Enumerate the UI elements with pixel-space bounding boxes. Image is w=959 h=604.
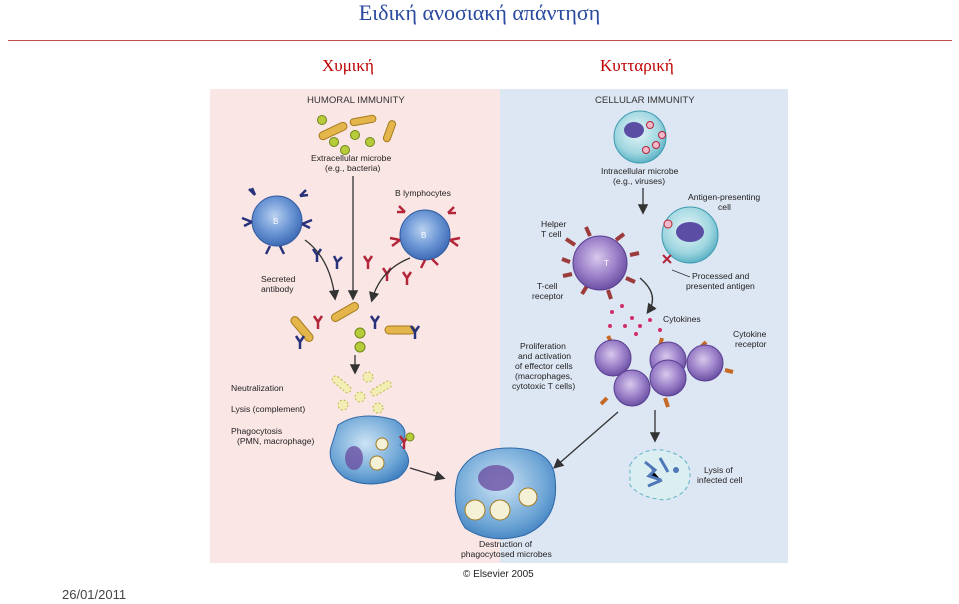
processed-label-1: Processed and <box>692 271 750 281</box>
secreted-label-1: Secreted <box>261 274 296 284</box>
lysis-infected-label-1: Lysis of <box>704 465 733 475</box>
humoral-panel <box>210 89 500 563</box>
effector-cells <box>594 335 734 408</box>
b-cell-left-label: B <box>273 217 278 226</box>
prolif-label-1: Proliferation <box>520 341 566 351</box>
antibody-bound-bacteria <box>290 302 421 353</box>
destruction-label-1: Destruction of <box>479 539 533 549</box>
helper-t-cell: T <box>561 226 640 300</box>
humoral-title: HUMORAL IMMUNITY <box>307 95 405 106</box>
tcr-label-1: T-cell <box>537 281 558 291</box>
helper-t-cell-label: T <box>604 259 609 268</box>
b-cell-right: B <box>389 205 461 269</box>
helper-label-1: Helper <box>541 219 566 229</box>
slide-date: 26/01/2011 <box>62 587 127 602</box>
cytokine-receptor-label-2: receptor <box>735 339 767 349</box>
prolif-label-3: of effector cells <box>515 361 573 371</box>
lysis-infected-label-2: infected cell <box>697 475 742 485</box>
phagocytosis-label-2: (PMN, macrophage) <box>237 436 315 446</box>
intracellular-label-2: (e.g., viruses) <box>613 176 665 186</box>
infected-cell <box>613 110 667 164</box>
processed-label-2: presented antigen <box>686 281 755 291</box>
intracellular-label-1: Intracellular microbe <box>601 166 679 176</box>
neutralized-microbes <box>331 371 392 414</box>
copyright: © Elsevier 2005 <box>463 569 534 580</box>
phagocyte-left <box>329 415 415 485</box>
phagocytosis-label-1: Phagocytosis <box>231 426 282 436</box>
prolif-label-4: (macrophages, <box>515 371 572 381</box>
bacteria-cluster <box>317 114 397 155</box>
b-cell-right-label: B <box>421 231 426 240</box>
apc-label-1: Antigen-presenting <box>688 192 760 202</box>
prolif-label-5: cytotoxic T cells) <box>512 381 575 391</box>
cytokine-receptor-label-1: Cytokine <box>733 329 767 339</box>
destruction-label-2: phagocytosed microbes <box>461 549 552 559</box>
extracellular-label-2: (e.g., bacteria) <box>325 163 381 173</box>
destruction-phagocyte <box>454 447 557 540</box>
extracellular-label-1: Extracellular microbe <box>311 153 391 163</box>
cytokines-label: Cytokines <box>663 314 701 324</box>
antigen-presenting-cell <box>661 206 719 264</box>
prolif-label-2: and activation <box>518 351 571 361</box>
helper-label-2: T cell <box>541 229 561 239</box>
cellular-title: CELLULAR IMMUNITY <box>595 95 695 106</box>
b-cell-left: B <box>241 187 313 255</box>
lysed-infected-cell <box>629 449 691 501</box>
slide-title: Ειδική ανοσιακή απάντηση <box>358 0 601 25</box>
lysis-complement-label: Lysis (complement) <box>231 404 305 414</box>
cytokine-dots <box>608 304 662 336</box>
secreted-label-2: antibody <box>261 284 294 294</box>
neutralization-label: Neutralization <box>231 383 284 393</box>
humoral-header: Χυμική <box>322 56 374 75</box>
title-underline <box>8 40 952 41</box>
b-lymphocytes-label: B lymphocytes <box>395 188 451 198</box>
apc-label-2: cell <box>718 202 731 212</box>
tcr-label-2: receptor <box>532 291 564 301</box>
cellular-header: Κυτταρική <box>600 56 674 75</box>
